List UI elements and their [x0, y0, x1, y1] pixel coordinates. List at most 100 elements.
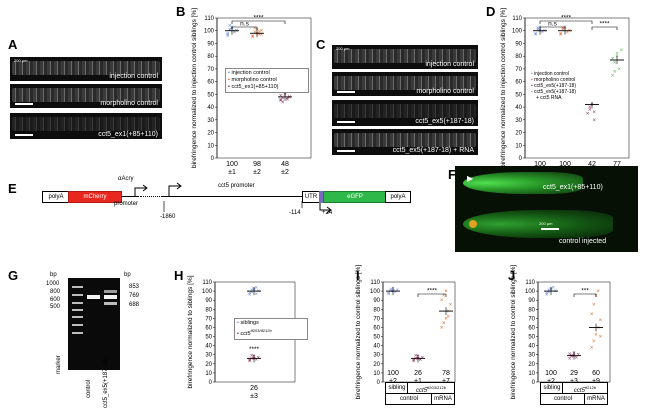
data-point: × [226, 33, 230, 39]
data-point: × [545, 291, 549, 297]
y-tick-label: 10 [207, 143, 214, 149]
transcription-arrow [319, 203, 330, 211]
data-point: × [254, 285, 258, 291]
y-tick-label: 0 [532, 380, 536, 386]
data-point: × [588, 108, 592, 114]
ladder-band [72, 332, 83, 334]
y-tick-label: 70 [373, 316, 380, 322]
stat-sd: ±3 [570, 378, 578, 385]
data-point: × [440, 325, 444, 331]
y-tick-label: 40 [207, 105, 214, 111]
y-axis-label: birefringence normalized to control sibl… [510, 265, 517, 400]
y-tick-label: 20 [205, 362, 212, 368]
stat-sd: ±7 [442, 378, 450, 385]
significance-label: **** [249, 346, 260, 353]
data-point: × [574, 355, 578, 361]
ladder-label-800: 800 [50, 289, 61, 295]
panel-label-h: H [174, 268, 184, 283]
data-point: × [412, 358, 416, 364]
data-point: × [596, 289, 600, 295]
data-point: × [412, 359, 416, 365]
y-tick-label: 80 [515, 54, 522, 60]
fish-bottom [463, 210, 613, 238]
micrograph-label: morpholino control [416, 88, 474, 95]
y-tick-label: 50 [205, 335, 212, 341]
ladder-label-1000: 1000 [46, 281, 60, 287]
significance-label: **** [253, 15, 264, 22]
stat-mean: 29 [570, 370, 578, 377]
y-tick-label: 90 [373, 298, 380, 304]
plot-frame [524, 17, 630, 159]
cct5-promoter-label: cct5 promoter [218, 183, 255, 189]
data-point: × [559, 33, 563, 39]
group-mutant-i: cct5tf203/212b [407, 382, 455, 394]
data-point: × [565, 30, 569, 36]
data-point: × [226, 31, 230, 37]
y-tick-label: 0 [209, 380, 213, 386]
data-point: × [248, 293, 252, 299]
micrograph-label: injection control [425, 61, 474, 68]
data-point: × [444, 289, 448, 295]
y-tick-label: 60 [528, 325, 535, 331]
data-point: × [228, 24, 232, 30]
legend-item: ▪ injection control [531, 71, 569, 77]
y-tick-label: 20 [207, 131, 214, 137]
y-axis-label: birefringence normalized to siblings [%] [187, 275, 194, 388]
data-point: × [250, 290, 254, 296]
scale-bar [337, 91, 355, 93]
data-point: × [279, 97, 283, 103]
acry-promoter-line [121, 196, 139, 197]
data-point: × [444, 316, 448, 322]
scale-bar [337, 150, 355, 152]
data-point: × [279, 99, 283, 105]
y-tick-label: 20 [373, 362, 380, 368]
group-control-i: control [385, 393, 433, 405]
data-point: × [387, 292, 391, 298]
panel-label-f: F [448, 167, 456, 182]
y-tick-label: 10 [515, 143, 522, 149]
y-tick-label: 60 [207, 80, 214, 86]
data-point: × [554, 289, 558, 295]
y-tick-label: 80 [207, 54, 214, 60]
data-point: × [389, 289, 393, 295]
scale-label: 200 µm [14, 58, 28, 63]
legend-item: ▪ morpholino control [531, 77, 576, 83]
data-point: × [257, 33, 261, 39]
data-point: × [592, 118, 596, 124]
panel-label-b: B [176, 4, 186, 19]
y-tick-label: 80 [205, 307, 212, 313]
data-point: × [536, 26, 540, 32]
data-point: × [393, 290, 397, 296]
stat-mean: 100 [534, 161, 546, 168]
data-point: × [281, 96, 285, 102]
acry-label-2: promoter [114, 201, 139, 207]
stat-mean: 100 [545, 370, 557, 377]
panel-label-d: D [486, 4, 496, 19]
data-point: × [588, 105, 592, 111]
significance-bracket [231, 20, 286, 24]
position-1860: -1860 [160, 214, 176, 220]
data-point: × [534, 33, 538, 39]
y-tick-label: 100 [370, 289, 381, 295]
scale-label: 200 µm [539, 221, 553, 226]
stat-mean: 78 [442, 370, 450, 377]
stat-sd: ±2 [253, 169, 261, 176]
y-tick-label: 40 [515, 105, 522, 111]
y-tick-label: 0 [211, 156, 215, 162]
stat-sd: ±2 [547, 378, 555, 385]
dotted-line [140, 196, 162, 197]
y-tick-label: 100 [204, 29, 215, 35]
data-point: × [260, 29, 264, 35]
panel-label-c: C [316, 37, 326, 52]
y-axis-label: birefringence normalized to control sibl… [355, 265, 362, 400]
data-point: × [232, 30, 236, 36]
data-point: × [592, 110, 596, 116]
y-tick-label: 90 [207, 41, 214, 47]
y-tick-label: 60 [515, 80, 522, 86]
significance-label: n.s [548, 21, 557, 28]
mutant-band-upper [104, 290, 117, 293]
y-tick-label: 20 [515, 131, 522, 137]
micrograph-label: cct5_ex5(+187-18) + RNA [392, 147, 474, 154]
y-tick-label: 90 [515, 41, 522, 47]
y-tick-label: 60 [373, 325, 380, 331]
